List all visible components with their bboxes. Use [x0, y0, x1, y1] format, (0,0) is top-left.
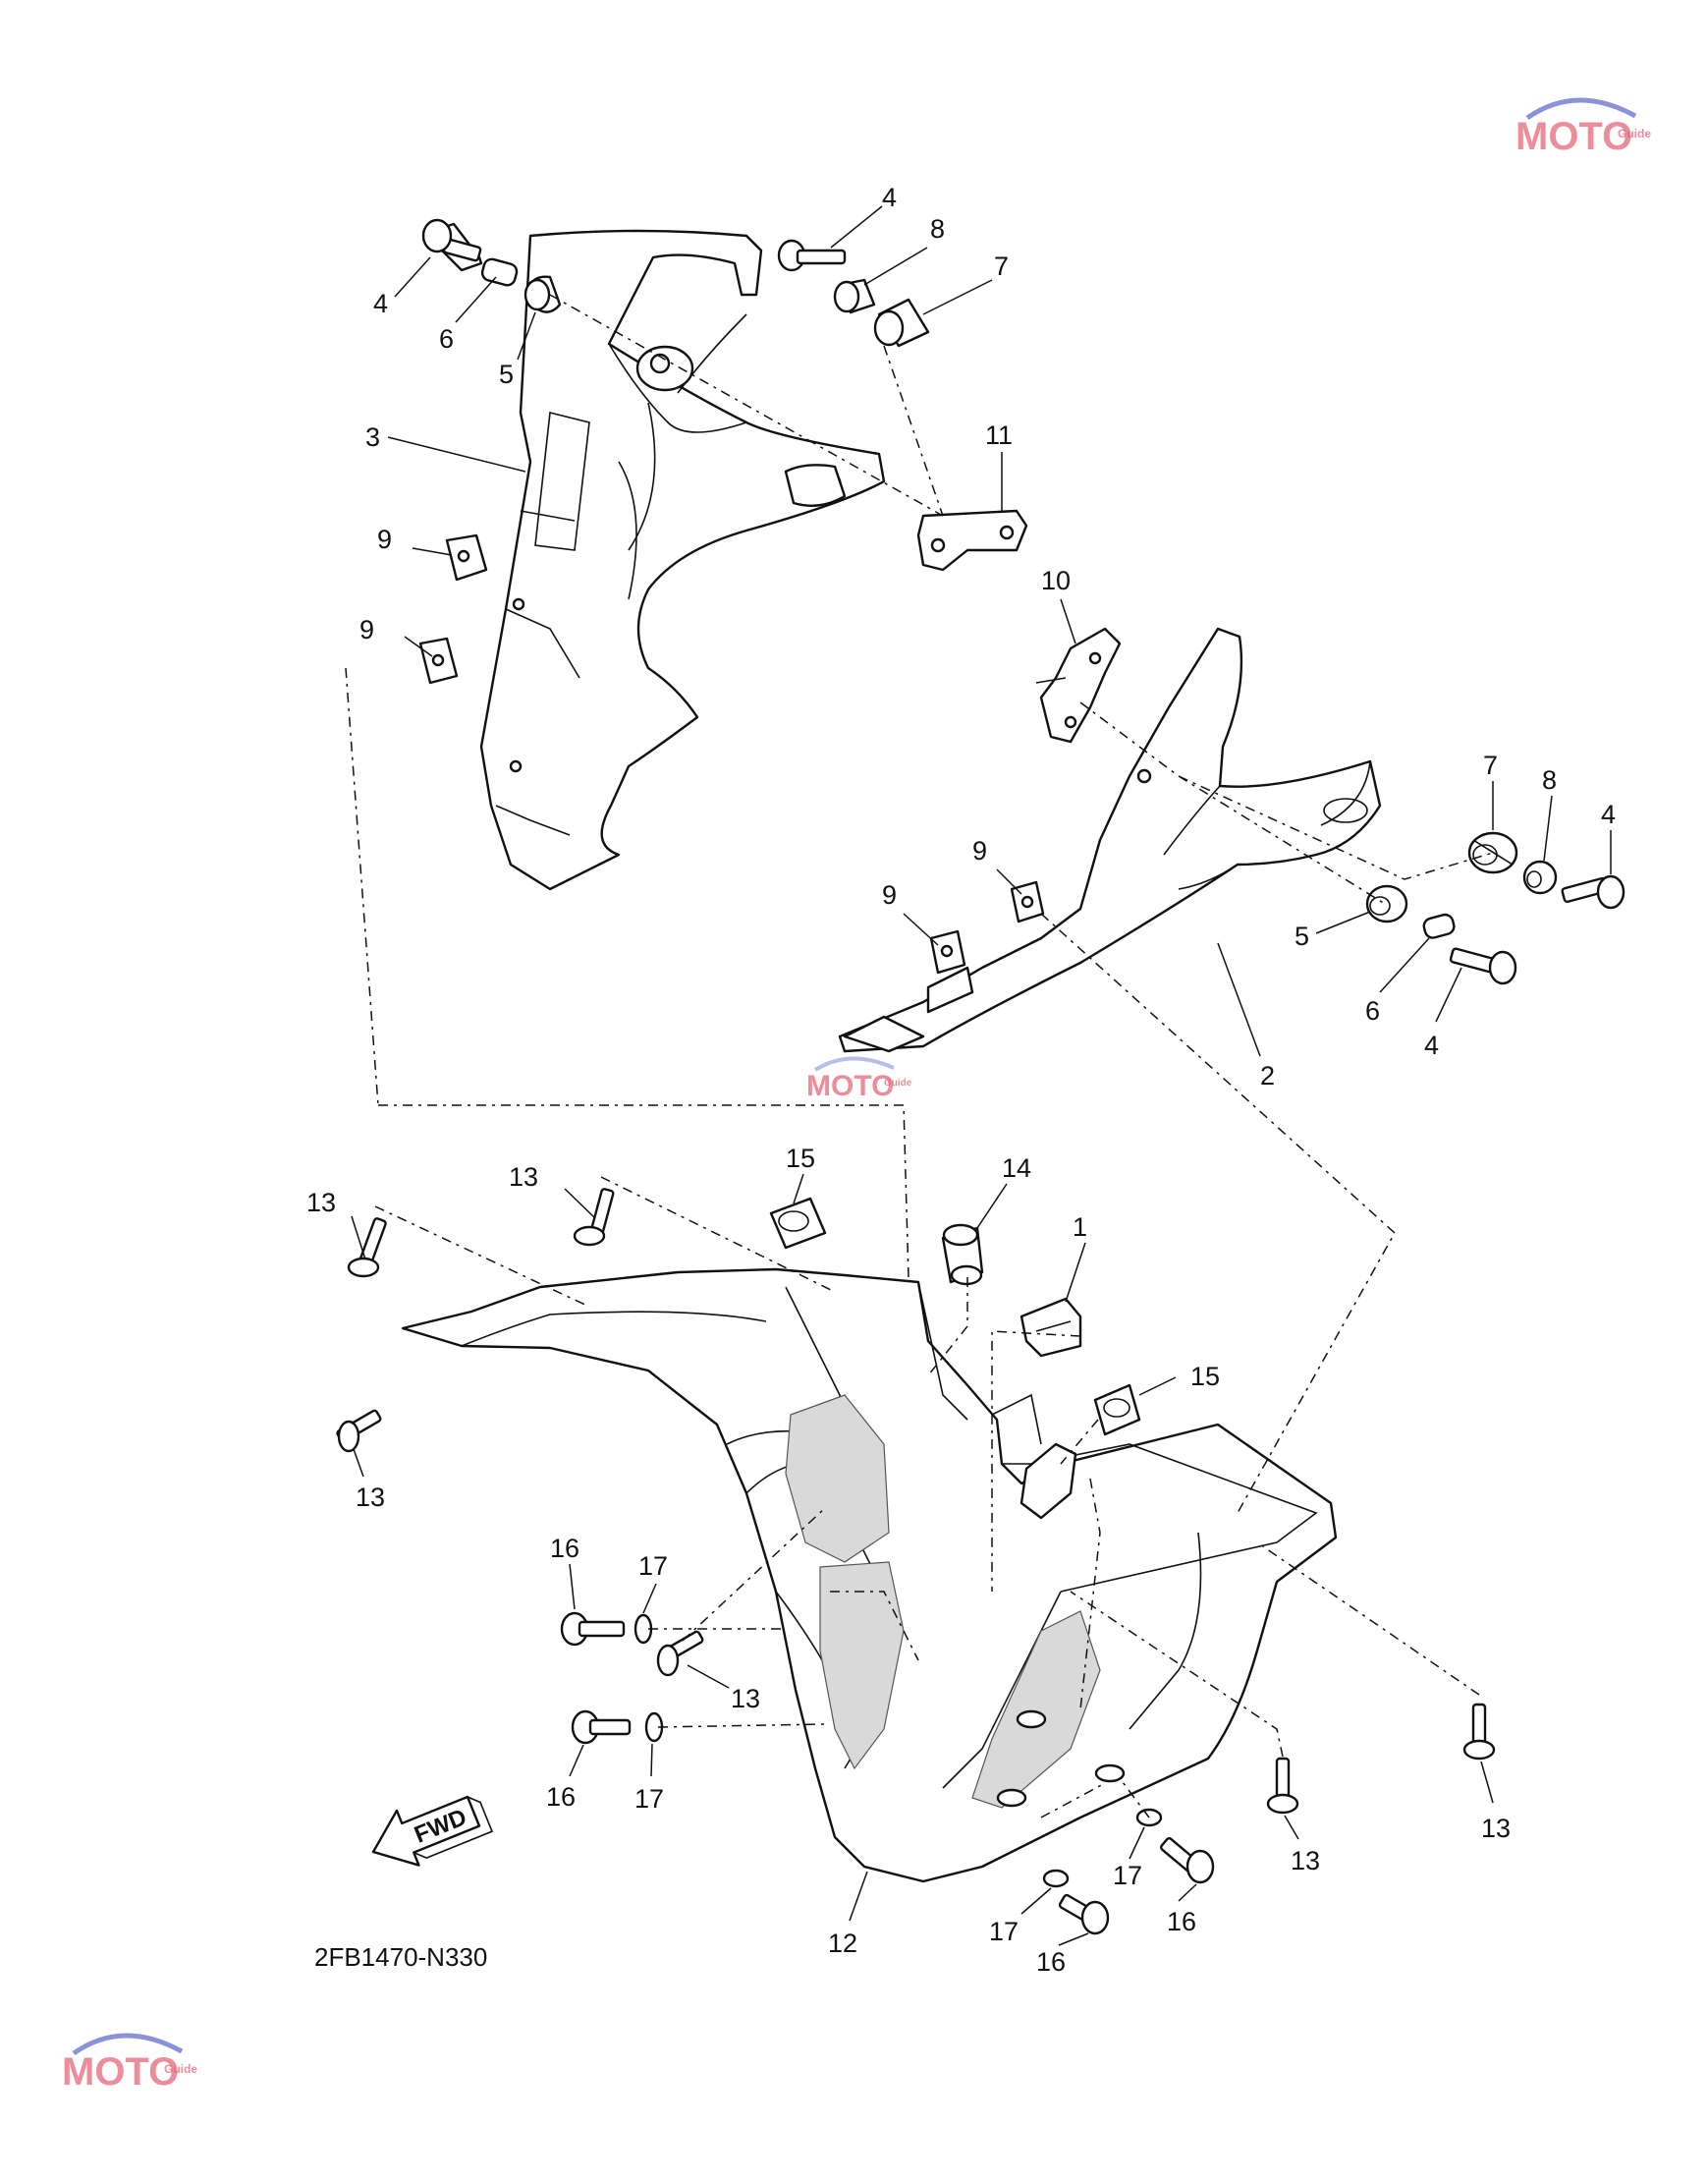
- callout-5: 5: [1295, 922, 1309, 951]
- watermark-subtext: Guide: [884, 1078, 912, 1089]
- nut-9-a: [445, 533, 488, 582]
- bracket-10: [1035, 627, 1122, 744]
- washer-17-d: [1042, 1869, 1070, 1888]
- callout-15: 15: [786, 1144, 815, 1173]
- grommet-7-a: [873, 298, 930, 348]
- nut-9-d: [929, 929, 966, 975]
- collar-8-a: [833, 278, 876, 314]
- callout-16: 16: [550, 1534, 579, 1563]
- screw-13-e: [1266, 1757, 1299, 1815]
- screw-13-f: [1462, 1703, 1496, 1761]
- mesh-grille-lower-left: [819, 1561, 905, 1770]
- watermark-text: MOTO: [806, 1070, 894, 1102]
- bolt-16-c: [1160, 1837, 1215, 1884]
- grommet-15-a: [769, 1197, 827, 1250]
- screw-13-d: [656, 1630, 704, 1677]
- callout-6: 6: [439, 324, 454, 354]
- callout-13: 13: [509, 1162, 538, 1192]
- panel-part-3: [479, 229, 886, 891]
- callout-3: 3: [365, 422, 380, 452]
- callout-4: 4: [1424, 1031, 1439, 1060]
- watermark-subtext: Guide: [1618, 127, 1651, 140]
- callout-16: 16: [546, 1782, 576, 1812]
- callout-7: 7: [1483, 751, 1498, 780]
- callout-15: 15: [1190, 1362, 1220, 1391]
- bolt-4-c: [1561, 874, 1625, 910]
- callout-13: 13: [306, 1188, 336, 1217]
- callout-14: 14: [1002, 1153, 1031, 1183]
- callout-2: 2: [1260, 1061, 1275, 1091]
- callout-9: 9: [972, 836, 987, 866]
- callout-13: 13: [356, 1483, 385, 1512]
- grommet-15-b: [1093, 1383, 1141, 1436]
- callout-12: 12: [828, 1929, 857, 1958]
- callout-11: 11: [985, 420, 1013, 450]
- callout-8: 8: [1542, 765, 1557, 795]
- collar-8-b: [1522, 860, 1558, 895]
- callout-4: 4: [882, 183, 897, 212]
- callout-17: 17: [989, 1917, 1019, 1946]
- bolt-16-b: [571, 1709, 632, 1745]
- watermark-text: MOTO: [62, 2050, 179, 2094]
- screw-13-b: [573, 1188, 615, 1247]
- callout-1: 1: [1073, 1212, 1087, 1242]
- watermark-logo-top: MOTO Guide: [1515, 97, 1651, 158]
- callout-9: 9: [377, 525, 392, 554]
- bracket-11: [916, 509, 1028, 572]
- nut-9-b: [418, 637, 459, 685]
- collar-6-a: [480, 257, 519, 287]
- callout-8: 8: [930, 214, 945, 244]
- grommet-5-b: [1365, 884, 1408, 923]
- clip-part-1: [1019, 1297, 1082, 1358]
- callout-17: 17: [638, 1551, 668, 1581]
- bolt-4-a: [421, 218, 483, 272]
- leader-lines: [351, 205, 1612, 1946]
- callout-4: 4: [373, 289, 388, 318]
- callout-17: 17: [1113, 1861, 1142, 1890]
- callout-5: 5: [499, 360, 514, 389]
- watermark-logo-bottom: MOTO Guide: [62, 2033, 197, 2094]
- callout-10: 10: [1041, 566, 1071, 595]
- bolt-4-b: [777, 239, 847, 272]
- diagram-code: 2FB1470-N330: [314, 1942, 487, 1972]
- callout-13: 13: [1481, 1814, 1511, 1843]
- watermark-text: MOTO: [1515, 115, 1632, 158]
- callout-13: 13: [1291, 1846, 1320, 1875]
- panel-part-2: [838, 627, 1382, 1053]
- bolt-16-d: [1058, 1893, 1110, 1935]
- callout-6: 6: [1365, 996, 1380, 1026]
- cowl-part-12: [401, 1267, 1338, 1883]
- callout-9: 9: [359, 615, 374, 644]
- grommet-14: [941, 1223, 984, 1286]
- callout-16: 16: [1167, 1907, 1196, 1936]
- grommet-5-a: [523, 275, 562, 313]
- collar-6-b: [1422, 913, 1456, 939]
- assembly-lines: [345, 294, 1494, 1818]
- bolt-4-d: [1449, 947, 1517, 985]
- callout-17: 17: [634, 1784, 664, 1814]
- callout-9: 9: [882, 880, 897, 910]
- mesh-grille-lower-right: [971, 1610, 1101, 1809]
- screw-13-a: [347, 1217, 387, 1278]
- callout-labels: 4 6 5 4 8 7 3 11 9 9 10 9 9 7 8 4 5 6 4 …: [306, 183, 1616, 1977]
- callout-16: 16: [1036, 1947, 1066, 1977]
- bolt-16-a: [560, 1611, 626, 1647]
- callout-4: 4: [1601, 800, 1616, 829]
- callout-13: 13: [731, 1684, 760, 1713]
- watermark-subtext: Guide: [164, 2062, 197, 2076]
- fwd-arrow: FWD: [371, 1795, 494, 1867]
- grommet-7-b: [1467, 831, 1518, 874]
- watermark-logo-middle: MOTO Guide: [806, 1056, 912, 1102]
- callout-7: 7: [994, 252, 1009, 281]
- screw-13-c: [336, 1409, 382, 1453]
